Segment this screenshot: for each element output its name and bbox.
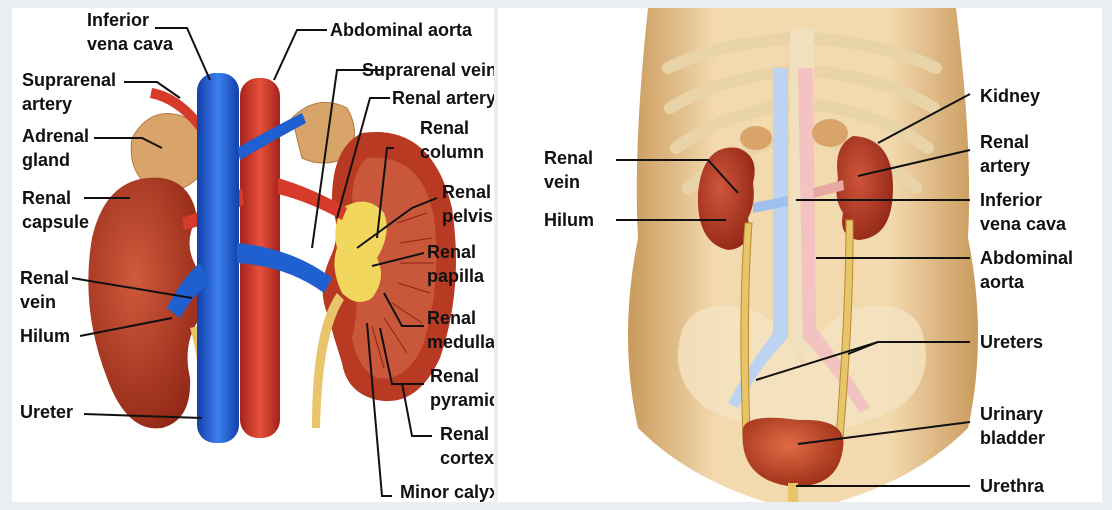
label-ureters: Ureters [980,332,1043,352]
kidney-anatomy-drawing: Inferior vena cava Abdominal aorta Supra… [12,8,494,502]
urinary-system-panel: Kidney Renal vein Renal artery Hilum Inf… [498,8,1102,502]
label-renal-column: Renal column [420,118,484,162]
label-abdominal-aorta: Abdominal aorta [330,20,473,40]
label-renal-artery-right: Renal artery [980,132,1034,176]
kidney-anatomy-panel: Inferior vena cava Abdominal aorta Supra… [12,8,494,502]
label-hilum: Hilum [20,326,70,346]
right-adrenal [812,119,848,147]
label-renal-artery: Renal artery [392,88,494,108]
label-inferior-vena-cava-right: Inferior vena cava [980,190,1067,234]
urinary-system-drawing: Kidney Renal vein Renal artery Hilum Inf… [498,8,1102,502]
label-renal-capsule: Renal capsule [22,188,89,232]
label-minor-calyx: Minor calyx [400,482,494,502]
label-suprarenal-vein: Suprarenal vein [362,60,494,80]
label-renal-cortex: Renal cortex [440,424,494,468]
label-urethra: Urethra [980,476,1045,496]
inferior-vena-cava-vessel [197,73,239,443]
label-abdominal-aorta-right: Abdominal aorta [980,248,1078,292]
label-urinary-bladder: Urinary bladder [980,404,1048,448]
left-adrenal [740,126,772,150]
label-renal-vein: Renal vein [20,268,74,312]
label-suprarenal-artery: Suprarenal artery [22,70,121,114]
label-adrenal-gland: Adrenal gland [22,126,94,170]
label-hilum-right: Hilum [544,210,594,230]
label-ureter: Ureter [20,402,73,422]
label-inferior-vena-cava: Inferior vena cava [87,10,174,54]
label-kidney: Kidney [980,86,1040,106]
label-renal-vein-right: Renal vein [544,148,598,192]
label-renal-pyramid: Renal pyramid [430,366,494,410]
